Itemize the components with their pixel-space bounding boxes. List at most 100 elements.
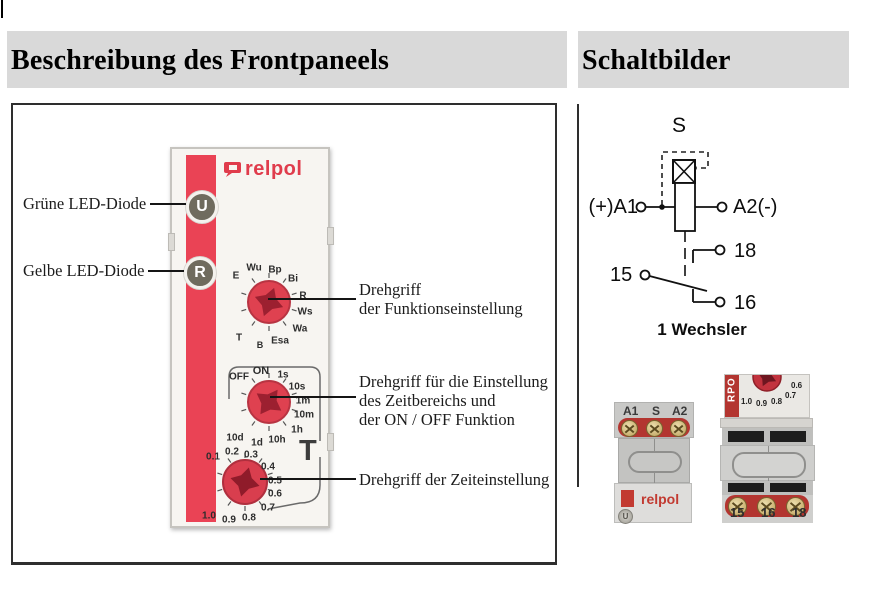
dial-mark: 1.0 [202, 510, 216, 522]
dial-mark: B [256, 340, 264, 350]
terminal-screw [621, 420, 638, 437]
panel-face: RPO 0.6 0.7 0.8 0.9 1.0 [724, 374, 810, 418]
dial-mark: 10m [293, 409, 315, 421]
photo-dial-mark: 0.6 [791, 381, 803, 390]
schematic-caption: 1 Wechsler [657, 320, 747, 339]
dial-mark: 1m [295, 395, 311, 407]
brand-mark [621, 490, 634, 507]
case-oval [628, 451, 682, 473]
case-notch [327, 227, 334, 245]
yellow-led-caption: Gelbe LED-Diode [23, 261, 145, 280]
relay-body [618, 438, 690, 484]
dial-mark: 0.9 [222, 514, 236, 526]
dial-mark: Bp [268, 264, 282, 276]
panel-region-outline [228, 366, 321, 510]
terminal-strip [725, 495, 809, 517]
dial-mark: 1s [277, 369, 289, 381]
photo-dial-mark: 0.7 [785, 391, 797, 400]
relpol-logo-text: relpol [245, 158, 303, 180]
relpol-logo: relpol [224, 158, 302, 181]
leader-line-yellow-led [148, 270, 184, 272]
dial-mark: 1d [251, 437, 263, 449]
leader-line-range-knob [270, 396, 356, 398]
terminal-block: A1 S A2 [614, 402, 694, 438]
function-knob-caption: Drehgriff der Funktionseinstellung [359, 280, 523, 318]
yellow-led-indicator: R [184, 257, 216, 289]
schematic-15-label: 15 [610, 264, 633, 286]
function-knob [241, 273, 297, 331]
wiring-diagram [635, 151, 728, 308]
dial-mark: T [235, 332, 243, 344]
photo-relpol-logo: relpol [641, 491, 680, 507]
terminal-label-a2: A2 [672, 404, 688, 418]
relay-photo-bottom-view: RPO 0.6 0.7 0.8 0.9 1.0 [718, 374, 817, 523]
vent-row [722, 428, 813, 445]
caption-line: der ON / OFF Funktion [359, 410, 515, 429]
dial-mark: 0.8 [242, 512, 256, 524]
dial-mark: OFF [229, 371, 249, 383]
time-knob [217, 453, 273, 511]
relay-body [720, 445, 815, 482]
photo-led-u: U [618, 509, 633, 524]
page-edge-mark [1, 0, 3, 18]
dial-mark: Esa [271, 335, 289, 347]
dial-mark: E [232, 270, 240, 282]
column-divider [577, 104, 579, 487]
vent-row [722, 481, 813, 495]
vent-slot [770, 431, 806, 442]
terminal-block [722, 495, 813, 523]
terminal-label-s: S [652, 404, 661, 418]
vent-slot [728, 431, 764, 442]
vent-slot [770, 483, 806, 492]
photo-knob [752, 375, 782, 392]
section-title-schaltbilder: Schaltbilder [582, 45, 731, 76]
dial-mark: Wu [246, 262, 262, 274]
terminal-screw [670, 420, 687, 437]
green-led-caption: Grüne LED-Diode [23, 194, 147, 213]
section-header-schaltbilder: Schaltbilder [578, 31, 849, 88]
section-title-frontpanel: Beschreibung des Frontpaneels [11, 45, 390, 76]
case-ledge [720, 418, 813, 428]
case-oval [732, 452, 806, 478]
schematic-s-label: S [672, 114, 687, 137]
dial-mark: ON [252, 365, 270, 377]
terminal-strip [618, 418, 690, 437]
green-led-indicator: U [186, 191, 218, 223]
t-zone-marker: T [299, 435, 317, 467]
relpol-logo-icon [224, 162, 241, 177]
section-header-frontpanel: Beschreibung des Frontpaneels [7, 31, 567, 88]
caption-line: Drehgriff der Zeiteinstellung [359, 470, 550, 489]
schematic-a2-label: A2(-) [733, 196, 778, 218]
caption-line: der Funktionseinstellung [359, 299, 523, 318]
leader-line-green-led [150, 203, 186, 205]
case-notch [168, 233, 175, 251]
dial-mark: 10d [226, 432, 244, 444]
dial-mark: 0.1 [206, 451, 220, 463]
dial-mark: 10s [288, 381, 306, 393]
dial-mark: Bi [288, 273, 298, 285]
dial-mark: 0.3 [244, 449, 258, 461]
dial-mark: Wa [292, 323, 308, 335]
dial-mark: Ws [297, 306, 313, 318]
terminal-label-a1: A1 [623, 404, 639, 418]
dial-mark: 0.4 [261, 461, 275, 473]
caption-line: Drehgriff für die Einstellung [359, 372, 548, 391]
relay-photo-top-view: A1 S A2 relpol U [612, 402, 697, 524]
dial-mark: 0.5 [268, 475, 282, 487]
case-notch [327, 433, 334, 451]
dial-mark: 0.7 [261, 502, 275, 514]
vent-slot [728, 483, 764, 492]
time-knob-caption: Drehgriff der Zeiteinstellung [359, 470, 549, 489]
led-r-letter: R [194, 264, 206, 281]
relay-front-panel-image: relpol U R E Wu [168, 147, 334, 528]
leader-line-function-knob [268, 298, 356, 300]
terminal-screw [646, 420, 663, 437]
dial-mark: 0.6 [268, 488, 282, 500]
terminal-label-16: 16 [761, 505, 776, 520]
model-marking: RPO [725, 375, 739, 417]
range-knob-caption: Drehgriff für die Einstellung des Zeitbe… [359, 372, 548, 429]
photo-dial-mark: 0.8 [771, 397, 783, 406]
caption-line: Drehgriff [359, 280, 422, 299]
dial-mark: 10h [268, 434, 286, 446]
